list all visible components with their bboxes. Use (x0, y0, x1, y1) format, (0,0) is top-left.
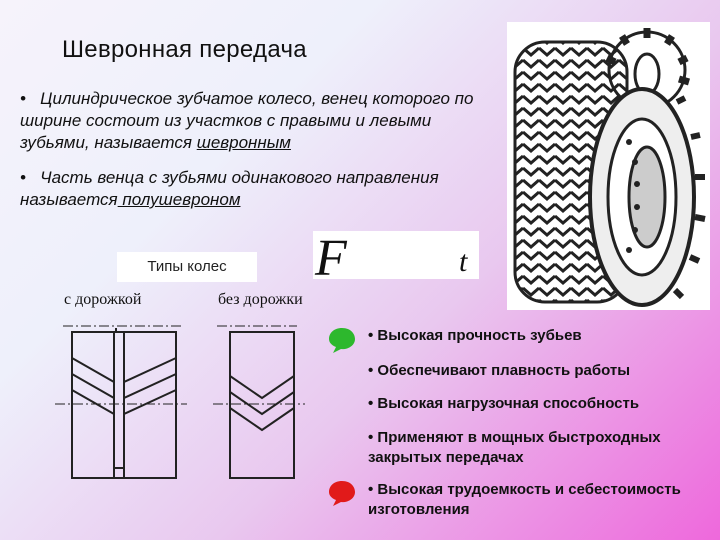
disadvantage-marker-icon (329, 481, 355, 506)
formula-image: F t (313, 231, 479, 279)
type-with-track-label: с дорожкой (64, 291, 142, 308)
advantage-item: • Высокая нагрузочная способность (368, 395, 640, 412)
term-chevron: шевронным (196, 133, 291, 152)
advantage-item: • Высокая прочность зубьев (368, 327, 582, 344)
drawing-without-track (229, 331, 295, 479)
wheel-types-label: Типы колес (117, 252, 257, 282)
formula-glyph-t: t (459, 245, 468, 278)
page-title: Шевронная передача (62, 36, 307, 63)
disadvantage-item: • Высокая трудоемкость и себестоимость и… (368, 481, 681, 518)
herringbone-gear-image (507, 22, 710, 310)
term-half-chevron: полушевроном (117, 190, 241, 209)
advantage-marker-icon (329, 328, 355, 353)
bullet-marker: • (20, 168, 26, 187)
bullet-definition: • Цилиндрическое зубчатое колесо, венец … (20, 88, 500, 154)
advantage-item: • Обеспечивают плавность работы (368, 362, 631, 379)
drawing-with-track (71, 328, 177, 479)
type-without-track-label: без дорожки (218, 291, 303, 308)
bullet-half-chevron: • Часть венца с зубьями одинакового напр… (20, 167, 500, 211)
advantage-item: • Применяют в мощных быстроходных закрыт… (368, 429, 661, 466)
formula-glyph-f: F (314, 231, 348, 279)
gear-type-drawings (55, 318, 315, 493)
bullet-marker: • (20, 89, 26, 108)
bullet-text: Часть венца с зубьями одинакового направ… (20, 168, 439, 209)
bullet-text: Цилиндрическое зубчатое колесо, венец ко… (20, 89, 474, 152)
